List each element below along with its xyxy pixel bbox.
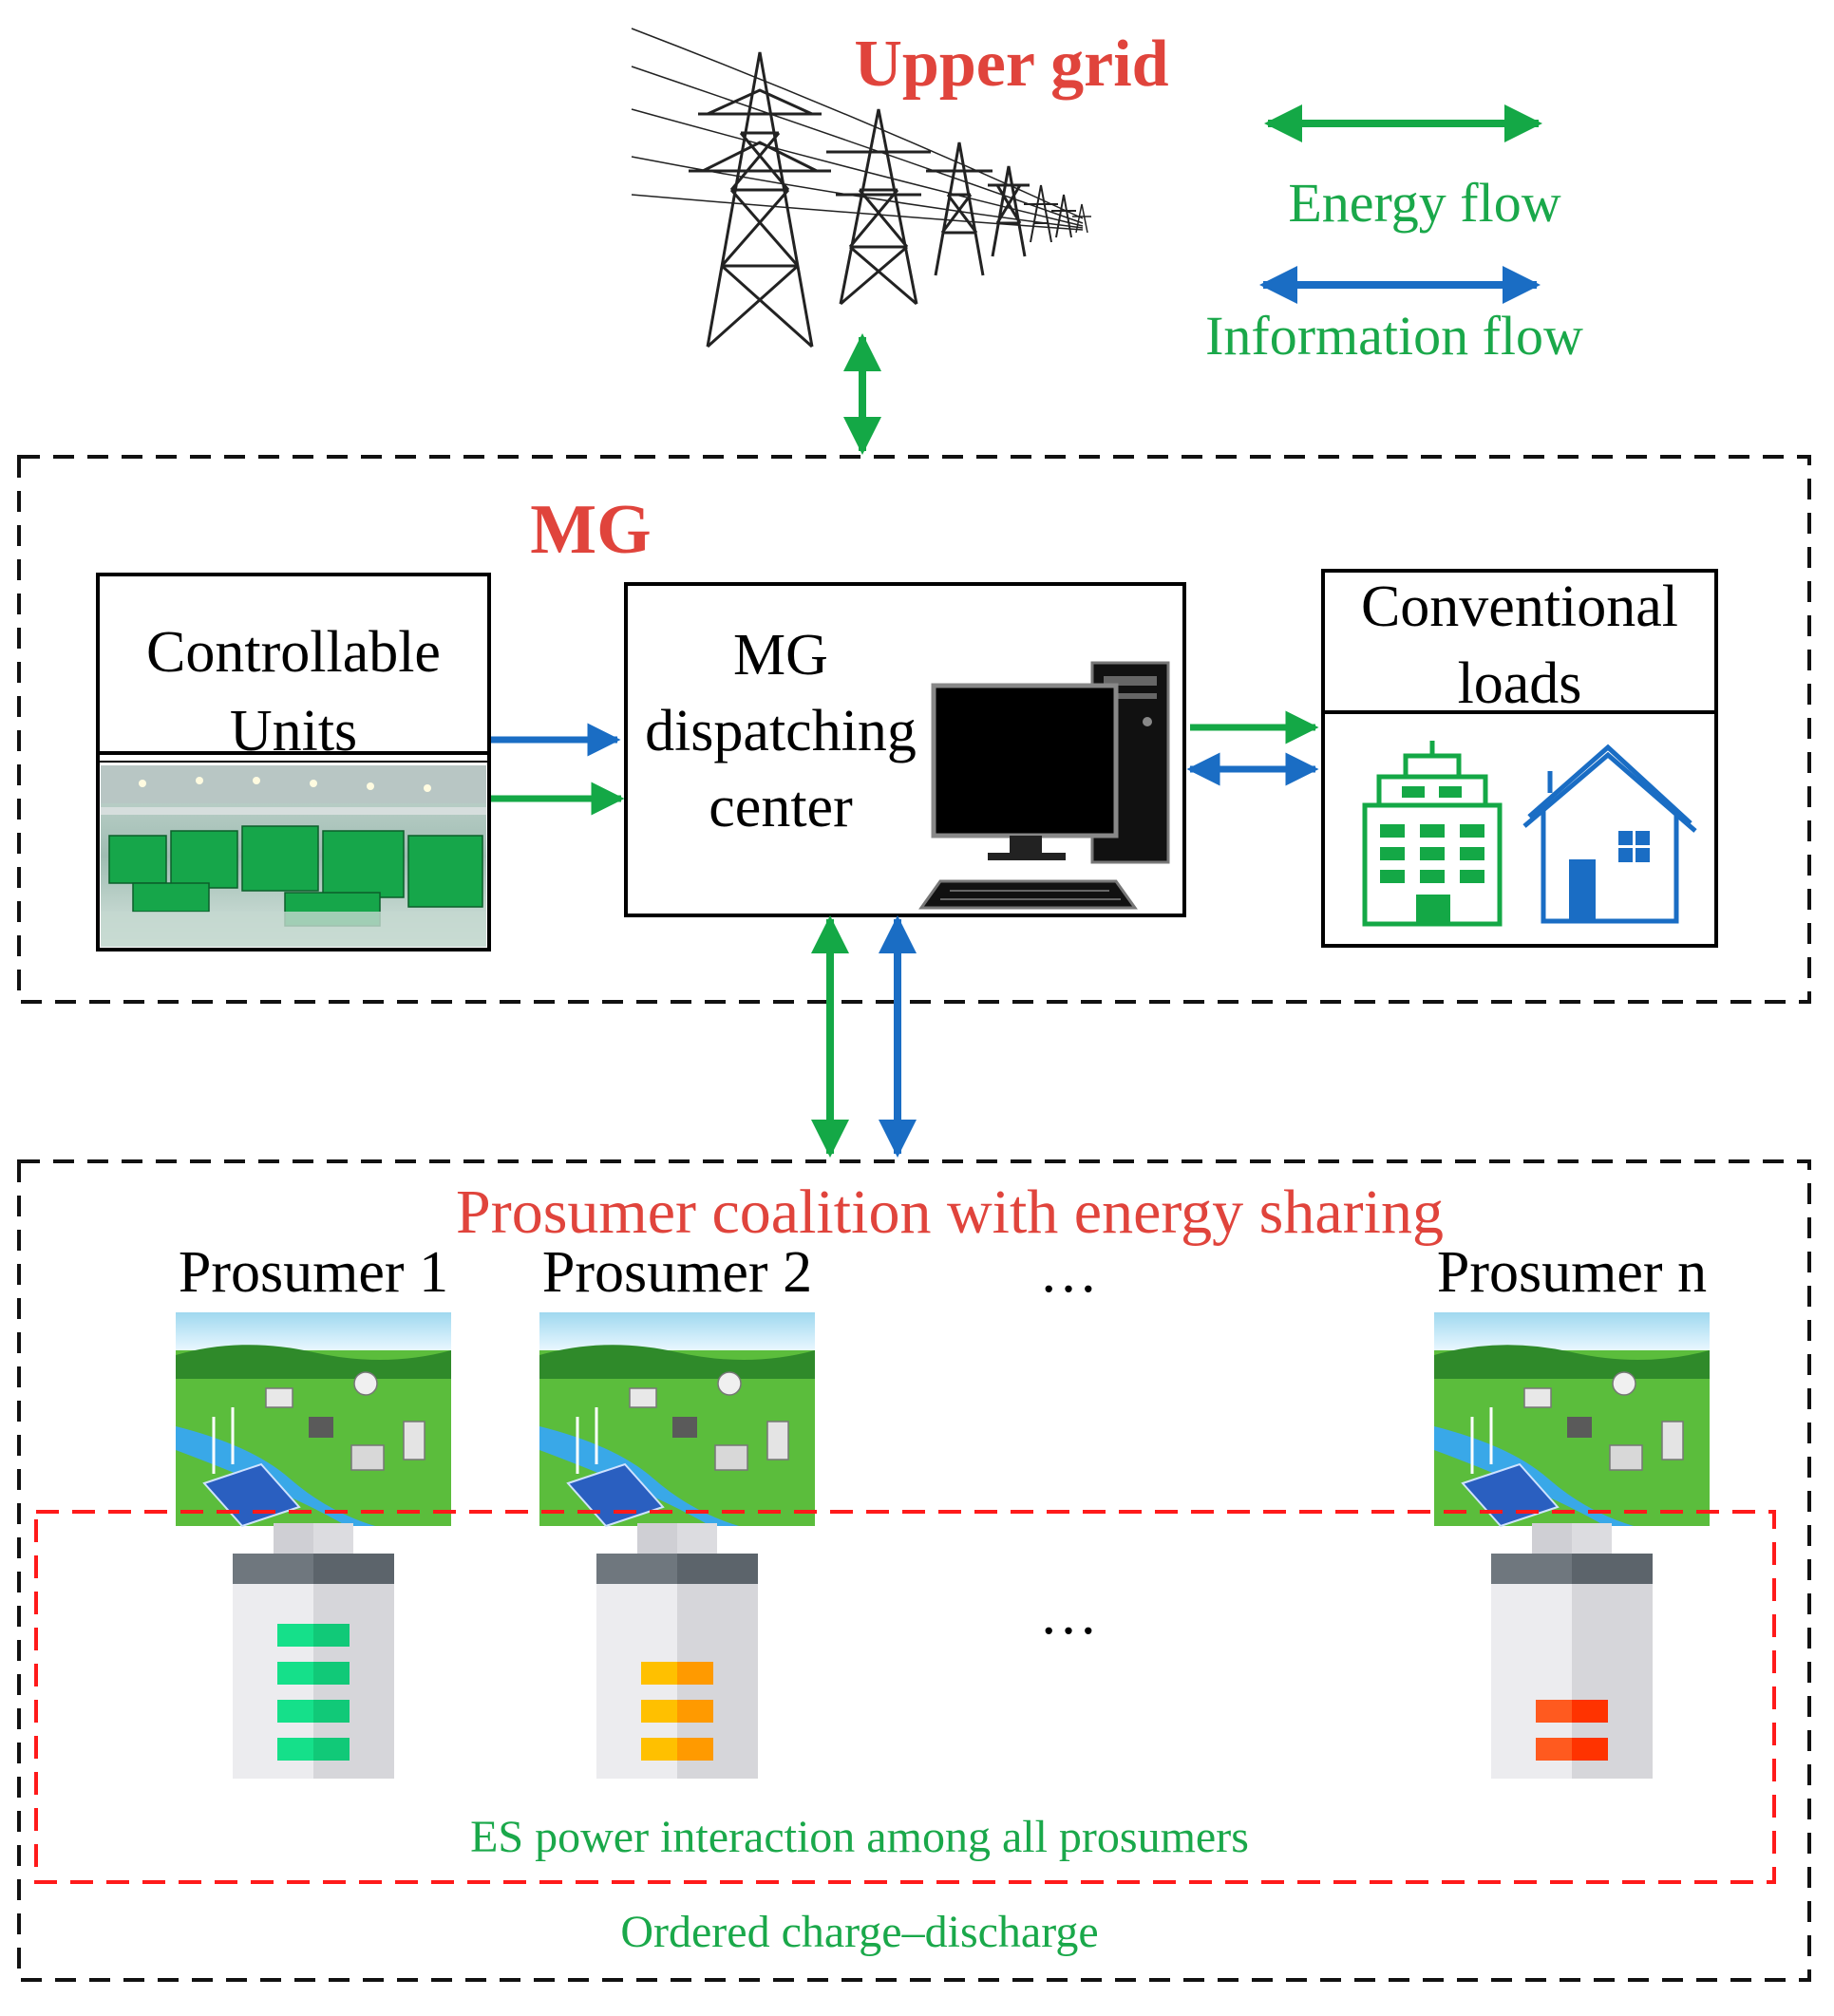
coalition-region: Prosumer coalition with energy sharing P… <box>17 1159 1811 1982</box>
generator-hall-photo <box>101 765 486 947</box>
conventional-loads-box: Conventional loads <box>1321 569 1718 948</box>
coalition-dashed-border <box>17 1159 1811 1982</box>
loads-line2: loads <box>1458 651 1582 716</box>
es-interaction-dashed-border <box>34 1510 1776 1884</box>
dispatch-center-box: MG dispatching center <box>624 582 1186 917</box>
prosumer-label: Prosumer n <box>1437 1240 1707 1305</box>
renewable-landscape-icon <box>176 1312 451 1528</box>
transmission-tower-icon <box>631 28 1091 349</box>
desktop-computer-icon <box>918 661 1170 910</box>
upper-grid-title: Upper grid <box>854 28 1168 101</box>
controllable-units-box: Controllable Units <box>96 573 491 951</box>
dispatch-line1: MG <box>733 623 828 688</box>
house-icon <box>1522 744 1697 924</box>
mg-title: MG <box>530 491 651 569</box>
battery-icon <box>596 1523 758 1779</box>
coalition-title: Prosumer coalition with energy sharing <box>456 1178 1444 1247</box>
prosumer-1: Prosumer 1 <box>176 1240 451 1779</box>
renewable-landscape-icon <box>539 1312 815 1528</box>
legend-energy-label: Energy flow <box>1288 172 1560 234</box>
ellipsis-top: … <box>1039 1240 1098 1305</box>
legend-information-label: Information flow <box>1205 305 1583 367</box>
battery-icon <box>1491 1523 1653 1779</box>
renewable-landscape-icon <box>1434 1312 1710 1528</box>
es-interaction-label: ES power interaction among all prosumers <box>470 1812 1249 1862</box>
loads-line1: Conventional <box>1361 575 1678 639</box>
upper-grid: Upper grid <box>631 28 1169 349</box>
ellipsis-mid: … <box>1039 1582 1098 1647</box>
prosumer-label: Prosumer 2 <box>542 1240 812 1305</box>
prosumer-2: Prosumer 2 <box>539 1240 815 1779</box>
prosumer-list: Prosumer 1 Prosumer 2 Prosumer n <box>176 1240 1710 1779</box>
dispatch-line2: dispatching <box>645 699 917 763</box>
battery-icon <box>233 1523 394 1779</box>
legend: Energy flow Information flow <box>1205 104 1583 367</box>
controllable-units-line1: Controllable <box>146 620 441 685</box>
prosumer-label: Prosumer 1 <box>179 1240 448 1305</box>
office-building-icon <box>1362 741 1503 927</box>
dispatch-line3: center <box>709 775 853 839</box>
prosumer-3: Prosumer n <box>1434 1240 1710 1779</box>
ordered-charge-label: Ordered charge–discharge <box>620 1907 1098 1957</box>
mg-region: MG Controllable Units <box>17 455 1811 1004</box>
controllable-units-line2: Units <box>230 699 357 763</box>
